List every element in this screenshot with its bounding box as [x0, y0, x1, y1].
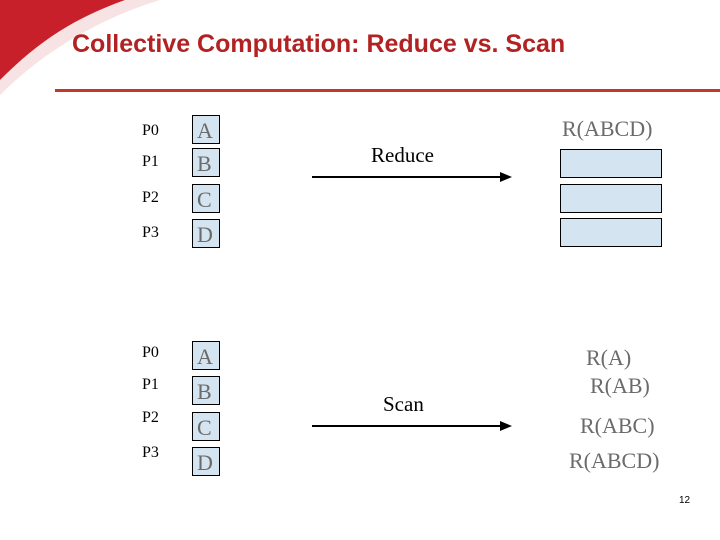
scan-process-label-p3: P3: [142, 444, 159, 461]
reduce-arrow: [312, 172, 512, 182]
scan-input-box-b: B: [192, 376, 220, 405]
reduce-result-box-1: [560, 149, 662, 178]
scan-operation-label: Scan: [383, 392, 424, 416]
reduce-input-box-a: A: [192, 115, 220, 144]
reduce-process-label-p0: P0: [142, 122, 159, 139]
scan-result-text-2: R(ABC): [580, 413, 655, 438]
page-number: 12: [679, 495, 691, 506]
reduce-result-box-3: [560, 218, 662, 247]
reduce-process-label-p2: P2: [142, 189, 159, 206]
scan-result-text-3: R(ABCD): [569, 448, 660, 473]
scan-result-text-1: R(AB): [590, 373, 650, 398]
scan-process-label-p1: P1: [142, 376, 159, 393]
scan-input-box-c: C: [192, 412, 220, 441]
scan-arrow: [312, 421, 512, 431]
scan-process-label-p0: P0: [142, 344, 159, 361]
reduce-input-box-b: B: [192, 148, 220, 177]
scan-input-box-d: D: [192, 447, 220, 476]
reduce-operation-label: Reduce: [371, 143, 434, 167]
reduce-result-text-0: R(ABCD): [562, 116, 653, 141]
scan-result-text-0: R(A): [586, 345, 632, 370]
title-divider: [55, 89, 720, 92]
reduce-result-box-0: R(ABCD): [560, 115, 662, 144]
reduce-input-box-d: D: [192, 219, 220, 248]
slide-title: Collective Computation: Reduce vs. Scan: [72, 30, 566, 58]
corner-decoration: [0, 0, 160, 95]
reduce-process-label-p3: P3: [142, 224, 159, 241]
reduce-input-box-c: C: [192, 184, 220, 213]
reduce-result-box-2: [560, 184, 662, 213]
scan-process-label-p2: P2: [142, 409, 159, 426]
scan-input-box-a: A: [192, 341, 220, 370]
reduce-process-label-p1: P1: [142, 153, 159, 170]
